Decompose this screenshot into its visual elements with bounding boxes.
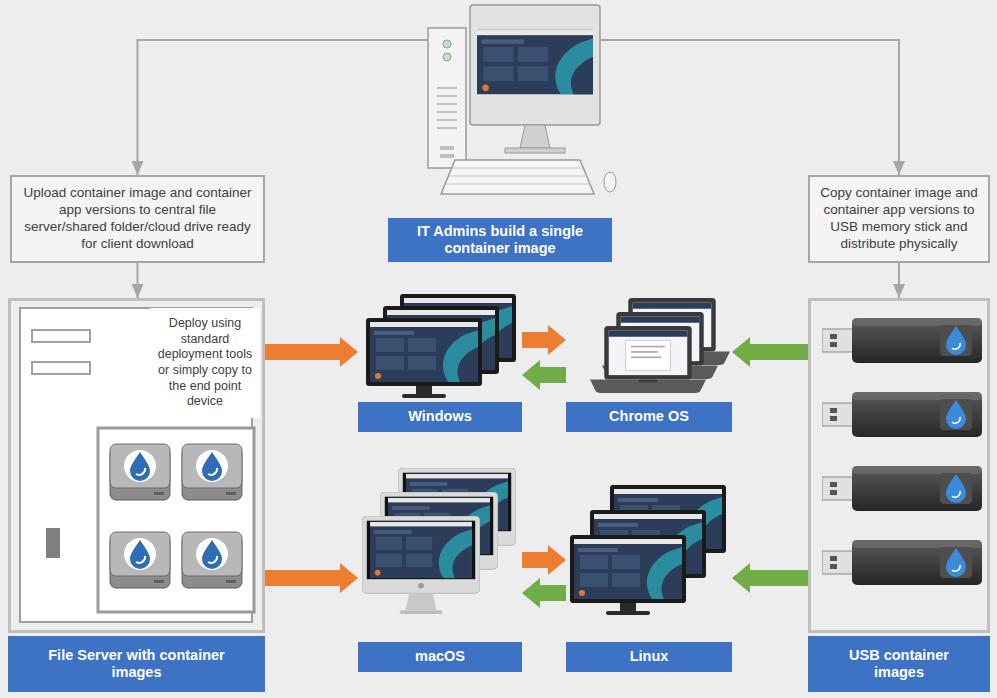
label-text: Deploy using standard deployment tools o… [156,316,254,410]
disk-icon [110,532,170,588]
linux-monitors [570,485,726,615]
disk-icon [182,444,242,500]
process-box: Copy container image and container app v… [808,175,990,263]
label-text: File Server with container images [8,636,265,692]
block-arrow [732,563,808,593]
usb-stick [822,466,982,511]
label-text: Chrome OS [566,402,732,432]
label-text: Windows [358,402,522,432]
block-arrow [265,337,358,367]
platform-group: Linux [566,455,732,672]
label-text: Copy container image and container app v… [820,185,978,253]
usb-panel [810,300,989,632]
usb-stick [822,392,982,437]
usb-stick [822,540,982,585]
note-box: Deploy using standard deployment tools o… [150,308,260,418]
flow-arrow [898,263,900,298]
block-arrow [522,360,566,390]
disk-icon [110,444,170,500]
flow-arrow [612,40,899,175]
flow-arrow [138,40,389,175]
imac-computers [362,468,516,614]
admin-group: IT Admins build a single container image [388,5,612,262]
file-server [10,300,264,632]
label-text: Upload container image and container app… [22,185,253,253]
block-arrow [522,545,566,575]
block-arrow [522,325,566,355]
label-text: macOS [358,642,522,672]
platform-group: Windows [358,298,522,432]
usb-group: USB container images [808,298,990,692]
block-arrow [732,337,808,367]
platform-group: Chrome OS [566,298,732,432]
platform-group: macOS [358,455,522,672]
disk-icon [182,532,242,588]
label-text: Linux [566,642,732,672]
process-box: Upload container image and container app… [10,175,265,263]
chromebook-laptops [590,298,730,393]
block-arrow [522,578,566,608]
label-text: USB container images [808,636,990,692]
usb-stick [822,318,982,363]
windows-monitors [366,294,516,398]
label-text: IT Admins build a single container image [388,218,612,262]
flow-arrow [137,263,139,298]
block-arrow [265,563,358,593]
server-group: File Server with container images Deploy … [8,298,265,692]
admin-computer [388,5,616,194]
